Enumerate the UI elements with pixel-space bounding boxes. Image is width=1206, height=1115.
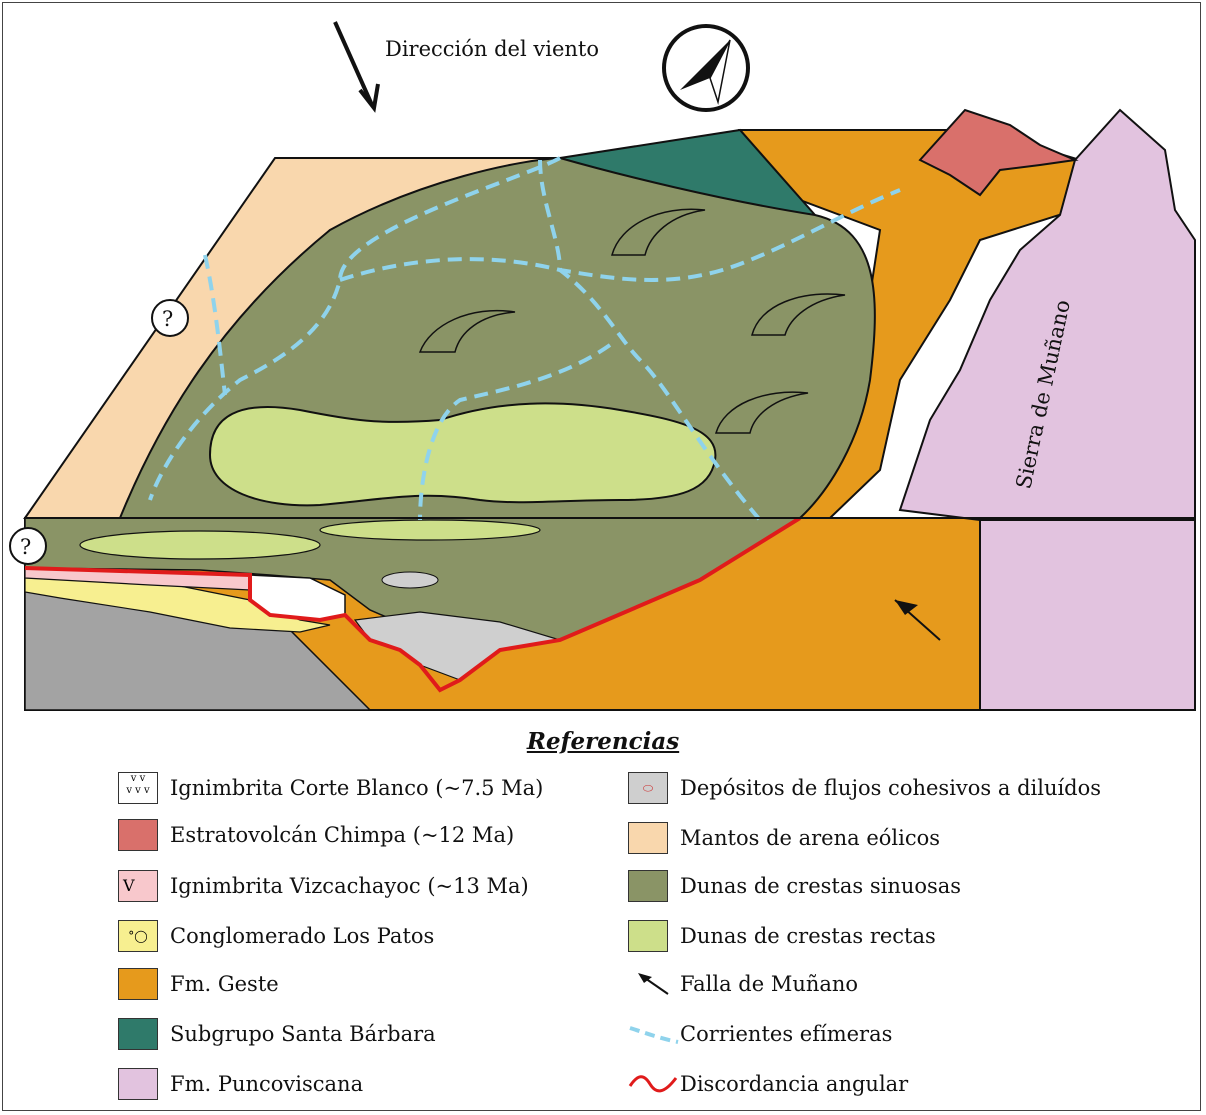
sinuous-dunes-swatch <box>628 870 668 902</box>
wind-direction-label: Dirección del viento <box>385 37 599 61</box>
legend-item: Mantos de arena eólicos <box>628 820 940 856</box>
fault-arrow-icon <box>628 968 680 1000</box>
unknown-front-label: ? <box>20 535 31 559</box>
legend-item: Falla de Muñano <box>628 966 858 1002</box>
legend-label: Conglomerado Los Patos <box>170 924 434 948</box>
legend-item: Corrientes efímeras <box>628 1016 892 1052</box>
legend-label: Estratovolcán Chimpa (~12 Ma) <box>170 823 514 847</box>
chimpa-swatch <box>118 819 158 851</box>
legend-item: Estratovolcán Chimpa (~12 Ma) <box>118 817 514 853</box>
conglomerado-swatch: °◯ <box>118 920 158 952</box>
red-wave-icon <box>628 1068 680 1100</box>
legend-label: Ignimbrita Corte Blanco (~7.5 Ma) <box>170 776 543 800</box>
unknown-left-label: ? <box>162 307 173 331</box>
legend-label: Corrientes efímeras <box>680 1022 892 1046</box>
legend-title: Referencias <box>0 728 1206 755</box>
legend-label: Dunas de crestas rectas <box>680 924 936 948</box>
legend-label: Falla de Muñano <box>680 972 858 996</box>
legend-item: V Ignimbrita Vizcachayoc (~13 Ma) <box>118 868 529 904</box>
sierra-side-face <box>980 520 1195 710</box>
legend-label: Depósitos de flujos cohesivos a diluídos <box>680 776 1101 800</box>
legend-label: Dunas de crestas sinuosas <box>680 874 961 898</box>
vizcachayoc-swatch: V <box>118 870 158 902</box>
front-cohesive-lens <box>382 572 438 588</box>
straight-dunes-swatch <box>628 920 668 952</box>
geste-swatch <box>118 968 158 1000</box>
legend-label: Fm. Geste <box>170 972 279 996</box>
block-diagram: Sierra de Muñano Dirección del viento ? … <box>0 0 1206 725</box>
front-light-dune-lens <box>80 531 320 559</box>
legend-item: Subgrupo Santa Bárbara <box>118 1016 436 1052</box>
legend-label: Discordancia angular <box>680 1072 908 1096</box>
legend-item: Fm. Puncoviscana <box>118 1066 363 1102</box>
top-straight-dunes <box>210 403 715 505</box>
santa-barbara-swatch <box>118 1018 158 1050</box>
legend-item: Dunas de crestas rectas <box>628 918 936 954</box>
sand-sheet-swatch <box>628 822 668 854</box>
legend-item: Fm. Geste <box>118 966 279 1002</box>
wind-arrow <box>335 22 372 105</box>
legend-item: Dunas de crestas sinuosas <box>628 868 961 904</box>
legend-item: °◯ Conglomerado Los Patos <box>118 918 434 954</box>
legend-item: Discordancia angular <box>628 1066 908 1102</box>
legend-item: ⬭ Depósitos de flujos cohesivos a diluíd… <box>628 770 1101 806</box>
puncoviscana-swatch <box>118 1068 158 1100</box>
legend-label: Subgrupo Santa Bárbara <box>170 1022 436 1046</box>
cohesive-flows-swatch: ⬭ <box>628 772 668 804</box>
dashed-stream-icon <box>628 1018 680 1050</box>
front-light-dune-lens <box>320 520 540 540</box>
legend-label: Ignimbrita Vizcachayoc (~13 Ma) <box>170 874 529 898</box>
legend-label: Mantos de arena eólicos <box>680 826 940 850</box>
legend-label: Fm. Puncoviscana <box>170 1072 363 1096</box>
